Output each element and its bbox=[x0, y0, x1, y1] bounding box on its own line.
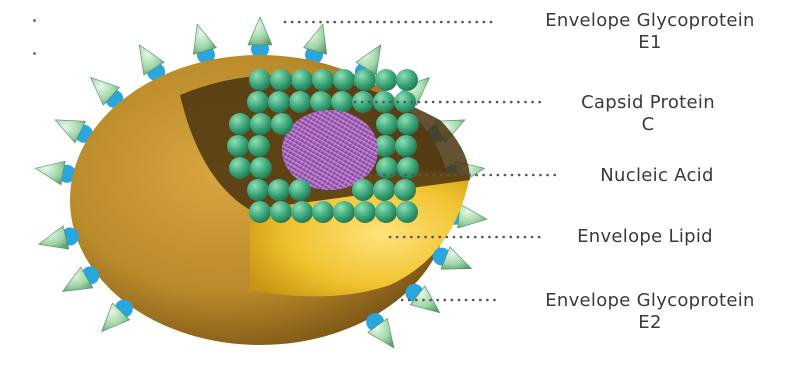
glycoprotein-spike bbox=[63, 267, 100, 292]
label-envelope-glycoprotein-e1: Envelope Glycoprotein E1 bbox=[500, 10, 800, 54]
capsid-bead bbox=[271, 113, 293, 135]
capsid-bead bbox=[250, 113, 272, 135]
capsid-bead bbox=[247, 179, 269, 201]
capsid-bead bbox=[227, 135, 249, 157]
label-envelope-glycoprotein-e2: Envelope Glycoprotein E2 bbox=[500, 290, 800, 334]
capsid-bead bbox=[249, 69, 271, 91]
capsid-bead bbox=[376, 157, 398, 179]
capsid-bead bbox=[312, 201, 334, 223]
capsid-bead bbox=[250, 157, 272, 179]
capsid-bead bbox=[248, 135, 270, 157]
capsid-bead bbox=[268, 91, 290, 113]
capsid-bead bbox=[354, 201, 376, 223]
capsid-bead bbox=[333, 69, 355, 91]
label-e2-line2: E2 bbox=[500, 312, 800, 334]
glycoprotein-spike bbox=[193, 24, 216, 64]
capsid-bead bbox=[270, 69, 292, 91]
capsid-bead bbox=[229, 157, 251, 179]
glycoprotein-spike bbox=[304, 24, 327, 64]
capsid-bead bbox=[397, 113, 419, 135]
capsid-bead bbox=[354, 69, 376, 91]
glycoprotein-spike bbox=[139, 45, 165, 81]
capsid-bead bbox=[289, 179, 311, 201]
capsid-bead bbox=[396, 201, 418, 223]
capsid-bead bbox=[310, 91, 332, 113]
capsid-bead bbox=[396, 69, 418, 91]
label-e2-line1: Envelope Glycoprotein bbox=[500, 290, 800, 312]
nucleic-acid-core bbox=[282, 110, 378, 190]
capsid-bead bbox=[395, 135, 417, 157]
capsid-bead bbox=[375, 201, 397, 223]
capsid-bead bbox=[352, 179, 374, 201]
capsid-bead bbox=[312, 69, 334, 91]
glycoprotein-spike bbox=[405, 284, 439, 313]
label-nucleic-line1: Nucleic Acid bbox=[562, 165, 752, 187]
glycoprotein-spike bbox=[39, 226, 79, 249]
capsid-bead bbox=[291, 201, 313, 223]
capsid-bead bbox=[270, 201, 292, 223]
label-nucleic-acid: Nucleic Acid bbox=[562, 165, 752, 187]
label-envelope-lipid: Envelope Lipid bbox=[545, 226, 745, 248]
capsid-bead bbox=[229, 113, 251, 135]
glycoprotein-spike bbox=[55, 120, 93, 143]
label-e1-line2: E1 bbox=[500, 32, 800, 54]
glycoprotein-spike bbox=[102, 300, 133, 332]
capsid-bead bbox=[376, 113, 398, 135]
label-lipid-line1: Envelope Lipid bbox=[545, 226, 745, 248]
capsid-bead bbox=[289, 91, 311, 113]
label-e1-line1: Envelope Glycoprotein bbox=[500, 10, 800, 32]
capsid-bead bbox=[331, 91, 353, 113]
label-capsid-protein-c: Capsid Protein C bbox=[548, 92, 748, 136]
glycoprotein-spike bbox=[366, 313, 394, 348]
glycoprotein-spike bbox=[35, 161, 76, 185]
capsid-bead bbox=[247, 91, 269, 113]
glycoprotein-spike bbox=[433, 247, 472, 269]
capsid-bead bbox=[373, 179, 395, 201]
capsid-bead bbox=[249, 201, 271, 223]
capsid-bead bbox=[375, 69, 397, 91]
capsid-bead bbox=[397, 157, 419, 179]
capsid-bead bbox=[291, 69, 313, 91]
capsid-bead bbox=[268, 179, 290, 201]
capsid-bead bbox=[333, 201, 355, 223]
glycoprotein-spike bbox=[248, 17, 272, 58]
capsid-bead bbox=[394, 179, 416, 201]
label-capsid-line2: C bbox=[548, 114, 748, 136]
label-capsid-line1: Capsid Protein bbox=[548, 92, 748, 114]
